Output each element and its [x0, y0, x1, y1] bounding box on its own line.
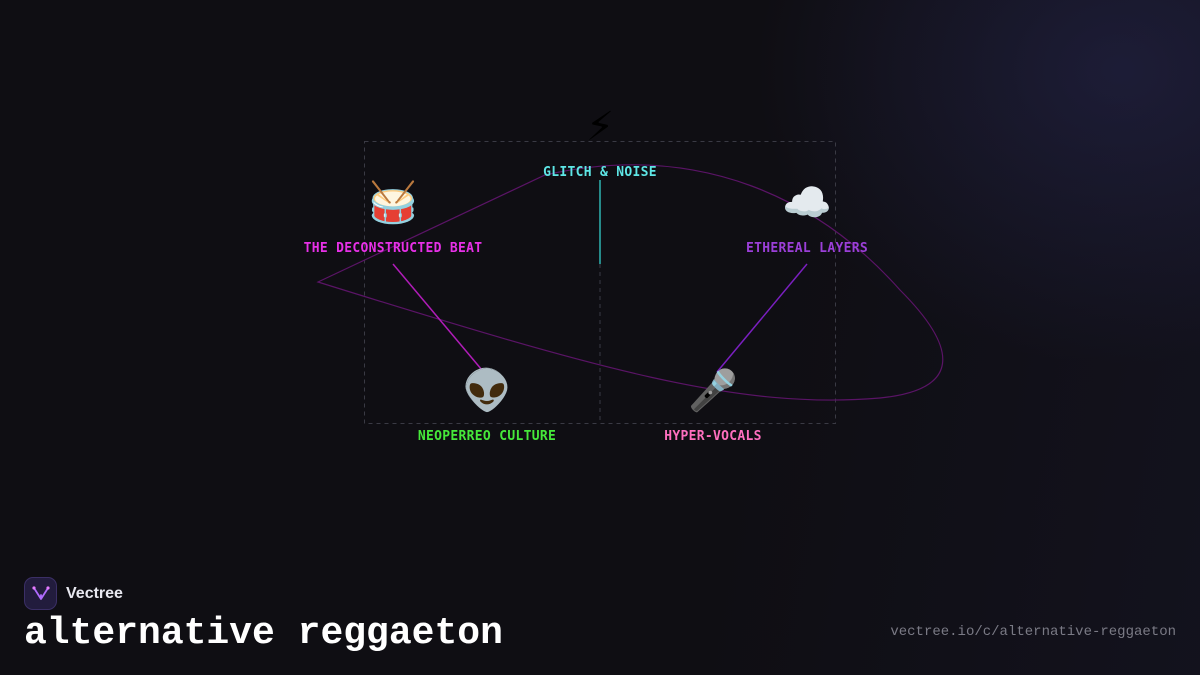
orbit-curve [316, 164, 944, 401]
node-beat[interactable]: 🥁 THE DECONSTRUCTED BEAT [304, 179, 483, 256]
node-label: GLITCH & NOISE [543, 165, 657, 180]
node-label: HYPER-VOCALS [664, 429, 762, 444]
node-glitch[interactable]: ⚡ GLITCH & NOISE [543, 103, 657, 180]
node-neoperreo[interactable]: 👽 NEOPERREO CULTURE [418, 367, 556, 444]
brand[interactable]: Vectree [24, 577, 123, 610]
brand-name: Vectree [66, 584, 123, 602]
alien-icon: 👽 [462, 368, 512, 414]
lightning-icon: ⚡ [585, 104, 615, 150]
drum-icon: 🥁 [368, 180, 418, 226]
edge-ethereal-vocals [716, 263, 808, 373]
node-label: ETHEREAL LAYERS [746, 241, 868, 256]
node-label: NEOPERREO CULTURE [417, 429, 557, 444]
page-title: alternative reggaeton [24, 612, 503, 655]
node-ethereal[interactable]: ☁️ ETHEREAL LAYERS [746, 179, 868, 256]
cloud-icon: ☁️ [782, 180, 832, 226]
dashed-frame [364, 141, 836, 424]
edge-beat-neoperreo [392, 263, 488, 377]
microphone-icon: 🎤 [688, 368, 738, 414]
page-url[interactable]: vectree.io/c/alternative-reggaeton [890, 624, 1176, 640]
vectree-logo-icon [24, 577, 57, 610]
node-vocals[interactable]: 🎤 HYPER-VOCALS [664, 367, 762, 444]
node-label: THE DECONSTRUCTED BEAT [303, 241, 483, 256]
